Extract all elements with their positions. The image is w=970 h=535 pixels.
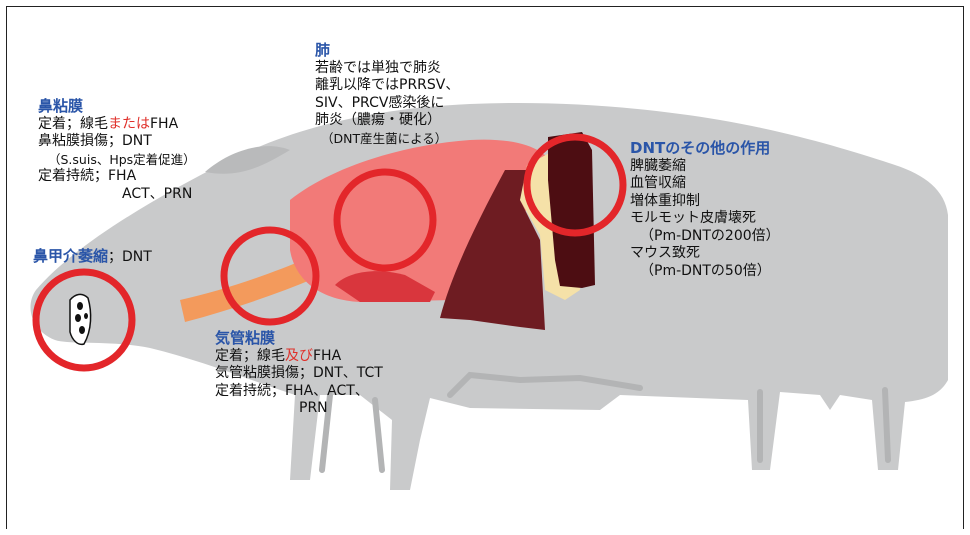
lung-line-1: 若齢では単独で肺炎 (315, 60, 459, 78)
nasal-mucosa-line-2: 鼻粘膜損傷；DNT (38, 133, 196, 151)
lung-line-4: 肺炎（膿瘍・硬化） (315, 112, 459, 130)
nasal-l1-post: FHA (150, 116, 178, 132)
nasal-mucosa-line-3: （S.suis、Hps定着促進） (38, 151, 196, 169)
dnt-line-3: 増体重抑制 (630, 193, 780, 211)
trachea-line-3: 定着持続；FHA、ACT、 (215, 383, 383, 401)
turbinate-value: ；DNT (108, 249, 152, 265)
trachea-title: 気管粘膜 (215, 330, 383, 348)
nasal-mucosa-line-4: 定着持続；FHA (38, 168, 196, 186)
dnt-line-1: 脾臓萎縮 (630, 158, 780, 176)
trachea-line-1: 定着；線毛及びFHA (215, 348, 383, 366)
dnt-other-title: DNTのその他の作用 (630, 140, 780, 158)
turbinate-block: 鼻甲介萎縮；DNT (33, 248, 152, 267)
dnt-line-7: （Pm-DNTの50倍） (630, 263, 780, 281)
lung-line-5: （DNT産生菌による） (315, 130, 459, 148)
nasal-mucosa-block: 鼻粘膜 定着；線毛またはFHA 鼻粘膜損傷；DNT （S.suis、Hps定着促… (38, 98, 196, 203)
dnt-line-5: （Pm-DNTの200倍） (630, 228, 780, 246)
trachea-line-2: 気管粘膜損傷；DNT、TCT (215, 365, 383, 383)
trachea-l1-pre: 定着；線毛 (215, 348, 285, 364)
dnt-line-6: マウス致死 (630, 245, 780, 263)
lung-line-3: SIV、PRCV感染後に (315, 95, 459, 113)
dnt-line-4: モルモット皮膚壊死 (630, 210, 780, 228)
nasal-l1-red: または (108, 116, 150, 132)
trachea-l1-red: 及び (285, 348, 313, 364)
lung-block: 肺 若齢では単独で肺炎 離乳以降ではPRRSV、 SIV、PRCV感染後に 肺炎… (315, 42, 459, 147)
nasal-mucosa-title: 鼻粘膜 (38, 98, 196, 116)
trachea-l1-post: FHA (313, 348, 341, 364)
nasal-mucosa-line-5: ACT、PRN (38, 186, 196, 204)
nasal-l1-pre: 定着；線毛 (38, 116, 108, 132)
turbinate-icon (70, 294, 91, 344)
trachea-line-4: PRN (215, 400, 383, 418)
lung-line-2: 離乳以降ではPRRSV、 (315, 77, 459, 95)
dnt-line-2: 血管収縮 (630, 175, 780, 193)
trachea-block: 気管粘膜 定着；線毛及びFHA 気管粘膜損傷；DNT、TCT 定着持続；FHA、… (215, 330, 383, 418)
nasal-mucosa-line-1: 定着；線毛またはFHA (38, 116, 196, 134)
dnt-other-block: DNTのその他の作用 脾臓萎縮 血管収縮 増体重抑制 モルモット皮膚壊死 （Pm… (630, 140, 780, 280)
lung-title: 肺 (315, 42, 459, 60)
turbinate-title: 鼻甲介萎縮 (33, 247, 108, 265)
